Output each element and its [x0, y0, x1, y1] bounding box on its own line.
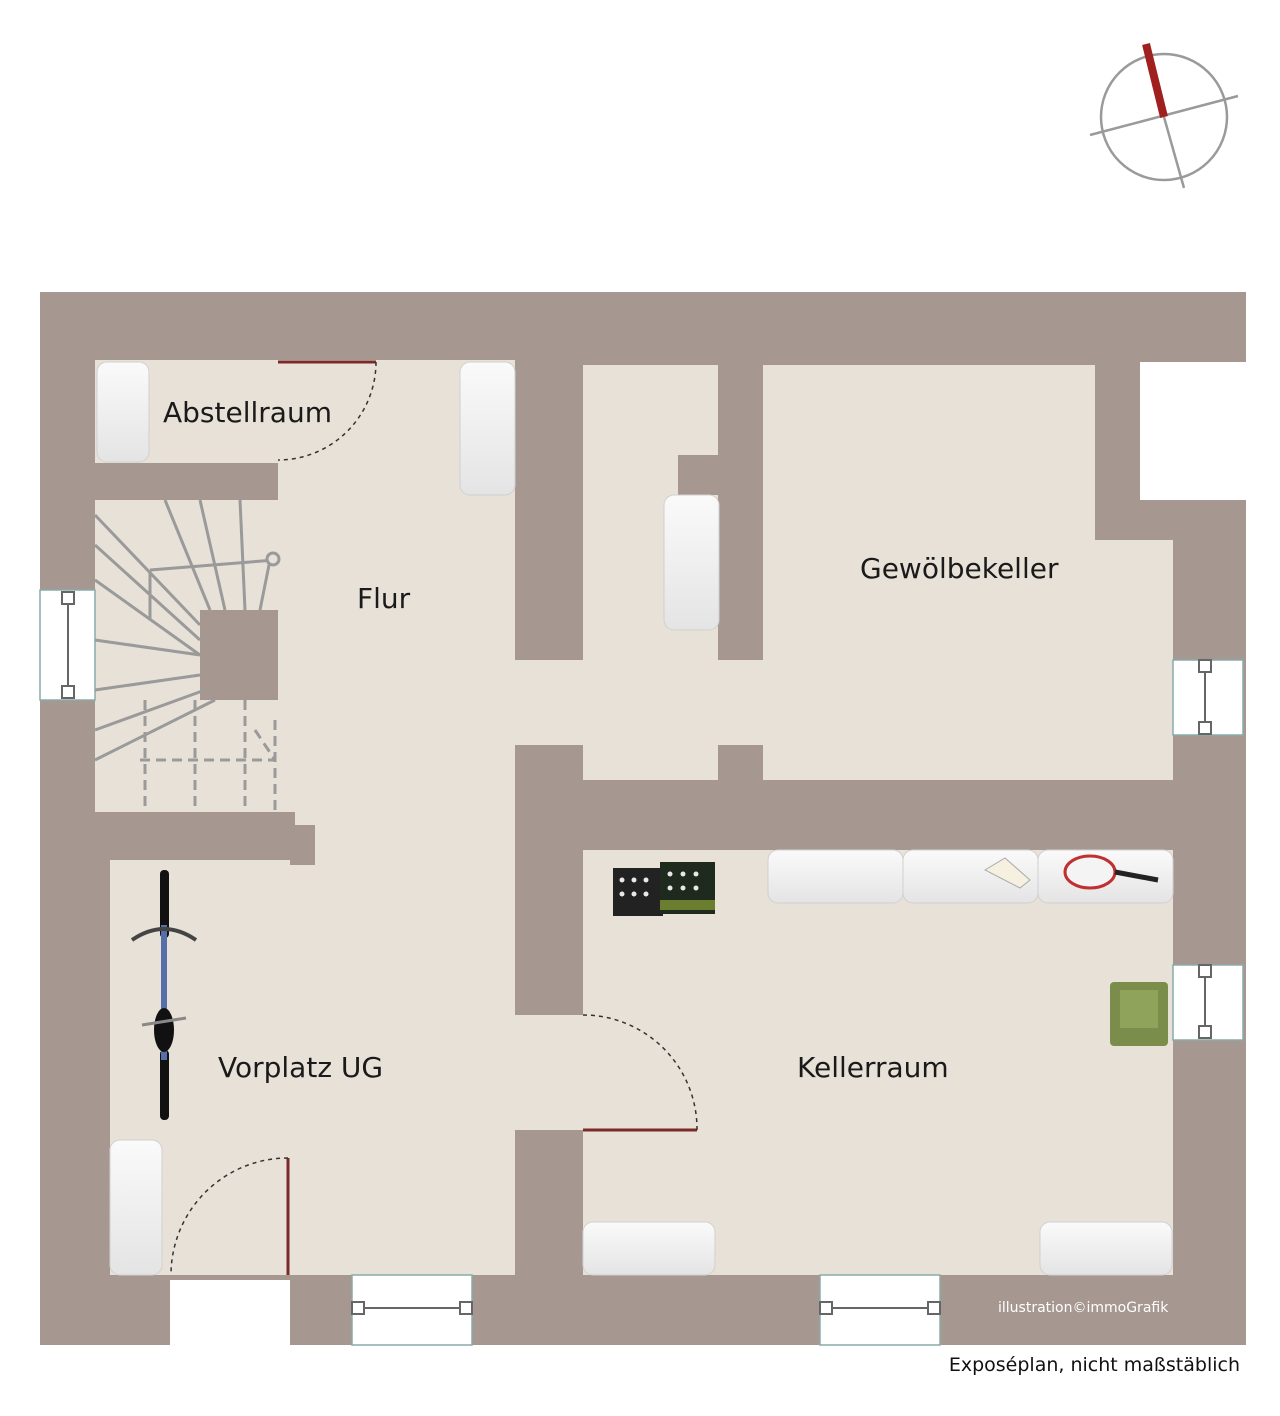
shoes-icon [983, 857, 1031, 889]
illustration-credit: illustration©immoGrafik [998, 1300, 1169, 1316]
plan-disclaimer: Exposéplan, nicht maßstäblich [948, 1354, 1240, 1376]
window-frames [61, 591, 1212, 1315]
compass-icon [1089, 43, 1239, 189]
floor-areas [95, 360, 1173, 1275]
tennis-racket-icon [1063, 854, 1159, 890]
room-label-gewoelbekeller: Gewölbekeller [860, 552, 1059, 585]
bottle-crate-icon [613, 862, 715, 916]
chair-icon [1110, 982, 1168, 1046]
interior-walls [95, 360, 1173, 1275]
room-label-abstellraum: Abstellraum [163, 396, 332, 429]
shelves [96, 361, 1174, 1276]
room-label-vorplatz: Vorplatz UG [218, 1051, 383, 1084]
room-label-flur: Flur [357, 582, 411, 615]
outer-notches [170, 362, 1246, 1346]
staircase [93, 499, 281, 810]
doors [170, 360, 698, 1276]
room-label-kellerraum: Kellerraum [797, 1051, 949, 1084]
bicycle-icon [130, 870, 198, 1120]
